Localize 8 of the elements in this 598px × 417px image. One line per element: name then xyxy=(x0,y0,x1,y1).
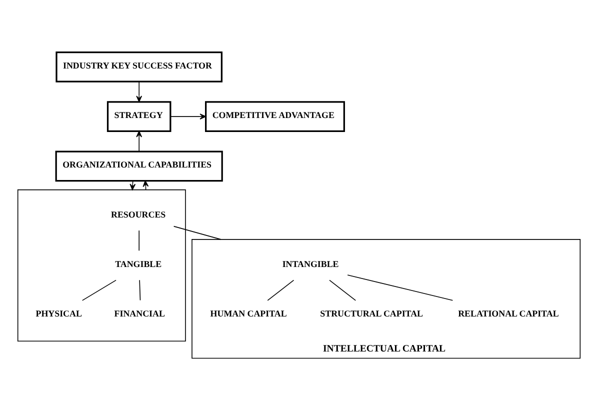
node-text: RELATIONAL CAPITAL xyxy=(458,308,559,319)
node-text: TANGIBLE xyxy=(115,258,162,269)
node-text: HUMAN CAPITAL xyxy=(210,308,287,319)
node-text: PHYSICAL xyxy=(36,308,82,319)
node-text: FINANCIAL xyxy=(114,308,165,319)
node-text: RESOURCES xyxy=(111,209,166,220)
node-text: STRUCTURAL CAPITAL xyxy=(320,308,424,319)
node-text: INTANGIBLE xyxy=(282,258,339,269)
